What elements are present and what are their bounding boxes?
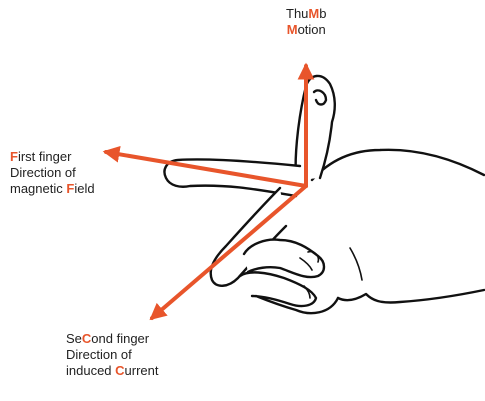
folded-fingers-outline — [240, 240, 338, 313]
thumb-label-line2: Motion — [286, 22, 326, 38]
second-label-line3: induced Current — [66, 363, 159, 379]
first-label-line1: First finger — [10, 149, 95, 165]
thumb-label-line1: ThuMb — [286, 6, 326, 22]
highlight-letter: F — [10, 149, 18, 164]
highlight-letter: M — [308, 6, 319, 21]
first-label-line3: magnetic Field — [10, 181, 95, 197]
highlight-letter: C — [82, 331, 91, 346]
first-finger-label: First finger Direction of magnetic Field — [10, 149, 95, 197]
second-finger-label: SeCond finger Direction of induced Curre… — [66, 331, 159, 379]
highlight-letter: M — [287, 22, 298, 37]
thumb-label: ThuMb Motion — [286, 6, 326, 38]
palm-outline — [312, 150, 484, 303]
hand-illustration — [165, 76, 485, 313]
highlight-letter: C — [115, 363, 124, 378]
second-label-line2: Direction of — [66, 347, 159, 363]
second-label-line1: SeCond finger — [66, 331, 159, 347]
first-label-line2: Direction of — [10, 165, 95, 181]
